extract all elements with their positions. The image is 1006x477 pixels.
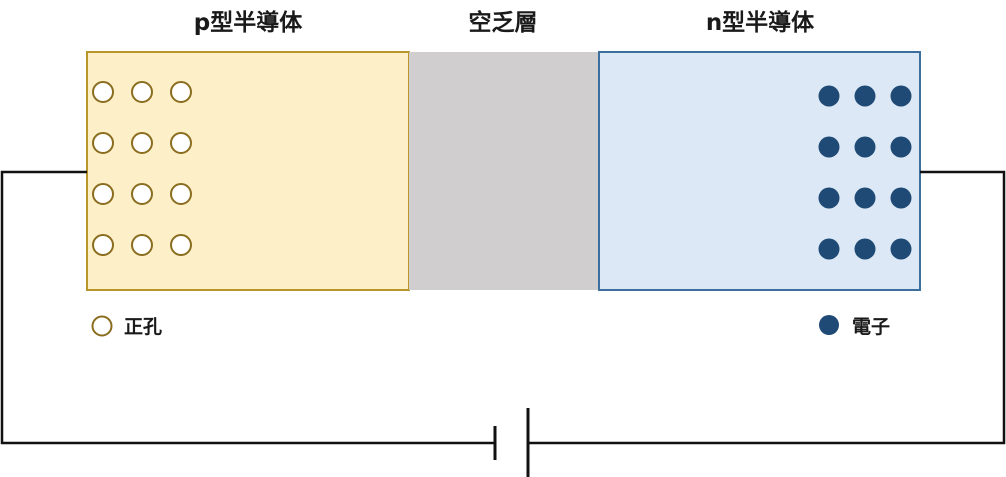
- holes-group: [92, 81, 192, 256]
- battery-symbol: [493, 408, 530, 477]
- electron-carrier: [854, 136, 876, 158]
- hole-carrier: [170, 234, 192, 256]
- electron-legend-label: 電子: [852, 316, 890, 338]
- electron-legend-icon: [819, 315, 839, 335]
- depletion-layer-label: 空乏層: [469, 9, 538, 36]
- hole-legend-label: 正孔: [124, 316, 162, 338]
- depletion-layer: [409, 52, 599, 290]
- hole-legend-icon: [91, 315, 113, 337]
- hole-carrier: [92, 132, 114, 154]
- p-region-label: p型半導体: [194, 9, 303, 36]
- electron-carrier: [818, 136, 840, 158]
- electrons-group: [818, 85, 912, 260]
- electron-carrier: [818, 187, 840, 209]
- hole-carrier: [131, 81, 153, 103]
- wire-left: [0, 170, 495, 445]
- hole-carrier: [131, 132, 153, 154]
- electron-carrier: [818, 238, 840, 260]
- hole-carrier: [170, 183, 192, 205]
- electron-carrier: [854, 238, 876, 260]
- hole-carrier: [92, 234, 114, 256]
- hole-carrier: [170, 81, 192, 103]
- electron-carrier: [890, 85, 912, 107]
- hole-carrier: [92, 183, 114, 205]
- electron-carrier: [890, 136, 912, 158]
- electron-carrier: [890, 238, 912, 260]
- electron-carrier: [854, 187, 876, 209]
- hole-carrier: [170, 132, 192, 154]
- electron-carrier: [854, 85, 876, 107]
- electron-carrier: [890, 187, 912, 209]
- hole-carrier: [92, 81, 114, 103]
- hole-carrier: [131, 234, 153, 256]
- electron-carrier: [818, 85, 840, 107]
- hole-carrier: [131, 183, 153, 205]
- wire-right: [528, 170, 1006, 445]
- n-region-label: n型半導体: [706, 9, 815, 36]
